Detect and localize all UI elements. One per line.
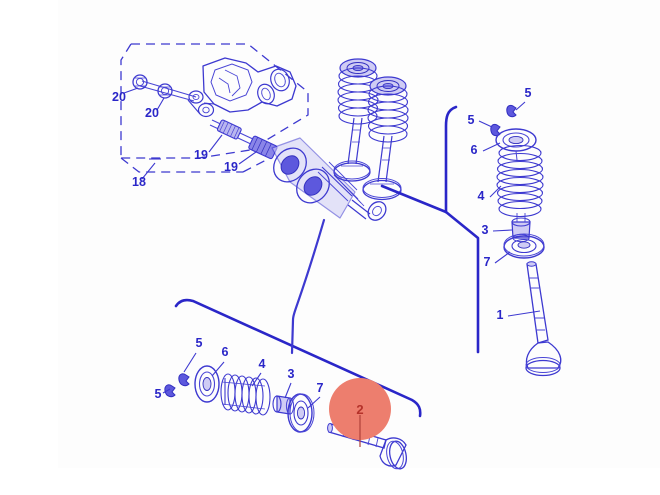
highlight-circle[interactable] [329,378,391,440]
tappet-adjusters-19 [209,119,278,160]
valve-spring-seat-bottom [287,393,315,433]
callout-label: 7 [484,255,491,269]
callout-label: 20 [145,106,159,120]
callout-label: 5 [525,86,532,100]
callout-label: 20 [112,90,126,104]
callout-label: 4 [259,357,266,371]
valve-spring-retainer-bottom [194,365,220,403]
top-left-callout-leaders [123,87,257,180]
callout-label: 5 [468,113,475,127]
callout-label: 4 [478,189,485,203]
right-callout-numbers: 5 5 6 4 3 7 1 [468,86,532,322]
callout-label: 5 [155,387,162,401]
valve-spring-retainer [495,128,537,152]
dashed-enclosure-18 [120,43,309,173]
rocker-shaft-with-nuts [132,74,197,102]
bottom-callout-numbers: 5 5 6 4 3 7 [155,336,324,401]
callout-label: 6 [471,143,478,157]
callout-label: 1 [497,308,504,322]
callout-label: 5 [196,336,203,350]
rocker-arm-assembly [187,57,297,118]
callout-label: 6 [222,345,229,359]
highlight-label: 2 [356,402,363,417]
valve-spring [496,144,544,218]
callout-label: 19 [194,148,208,162]
right-valve-stack [490,104,562,377]
valve-cotter-upper [506,104,517,118]
callout-label: 3 [482,223,489,237]
callout-label: 18 [132,175,146,189]
right-callout-leaders [478,101,541,317]
bottom-callout-leaders [162,352,321,409]
camshaft-assembly [271,137,387,221]
valve-spring-bottom [220,373,271,416]
valve-cotter-upper-bottom [178,373,190,387]
bottom-bracket-leader [174,218,422,418]
callout-label: 19 [224,160,238,174]
selected-part-highlight[interactable]: 2 [329,378,391,447]
callout-label: 7 [317,381,324,395]
assembled-valve-right [362,76,409,201]
right-bracket-leader [380,105,480,354]
assembled-valve-left [333,58,379,182]
intake-valve-1 [525,261,562,377]
callout-label: 3 [288,367,295,381]
top-left-callout-numbers: 20 20 19 19 18 [112,90,238,189]
valve-spring-seat [503,233,545,259]
